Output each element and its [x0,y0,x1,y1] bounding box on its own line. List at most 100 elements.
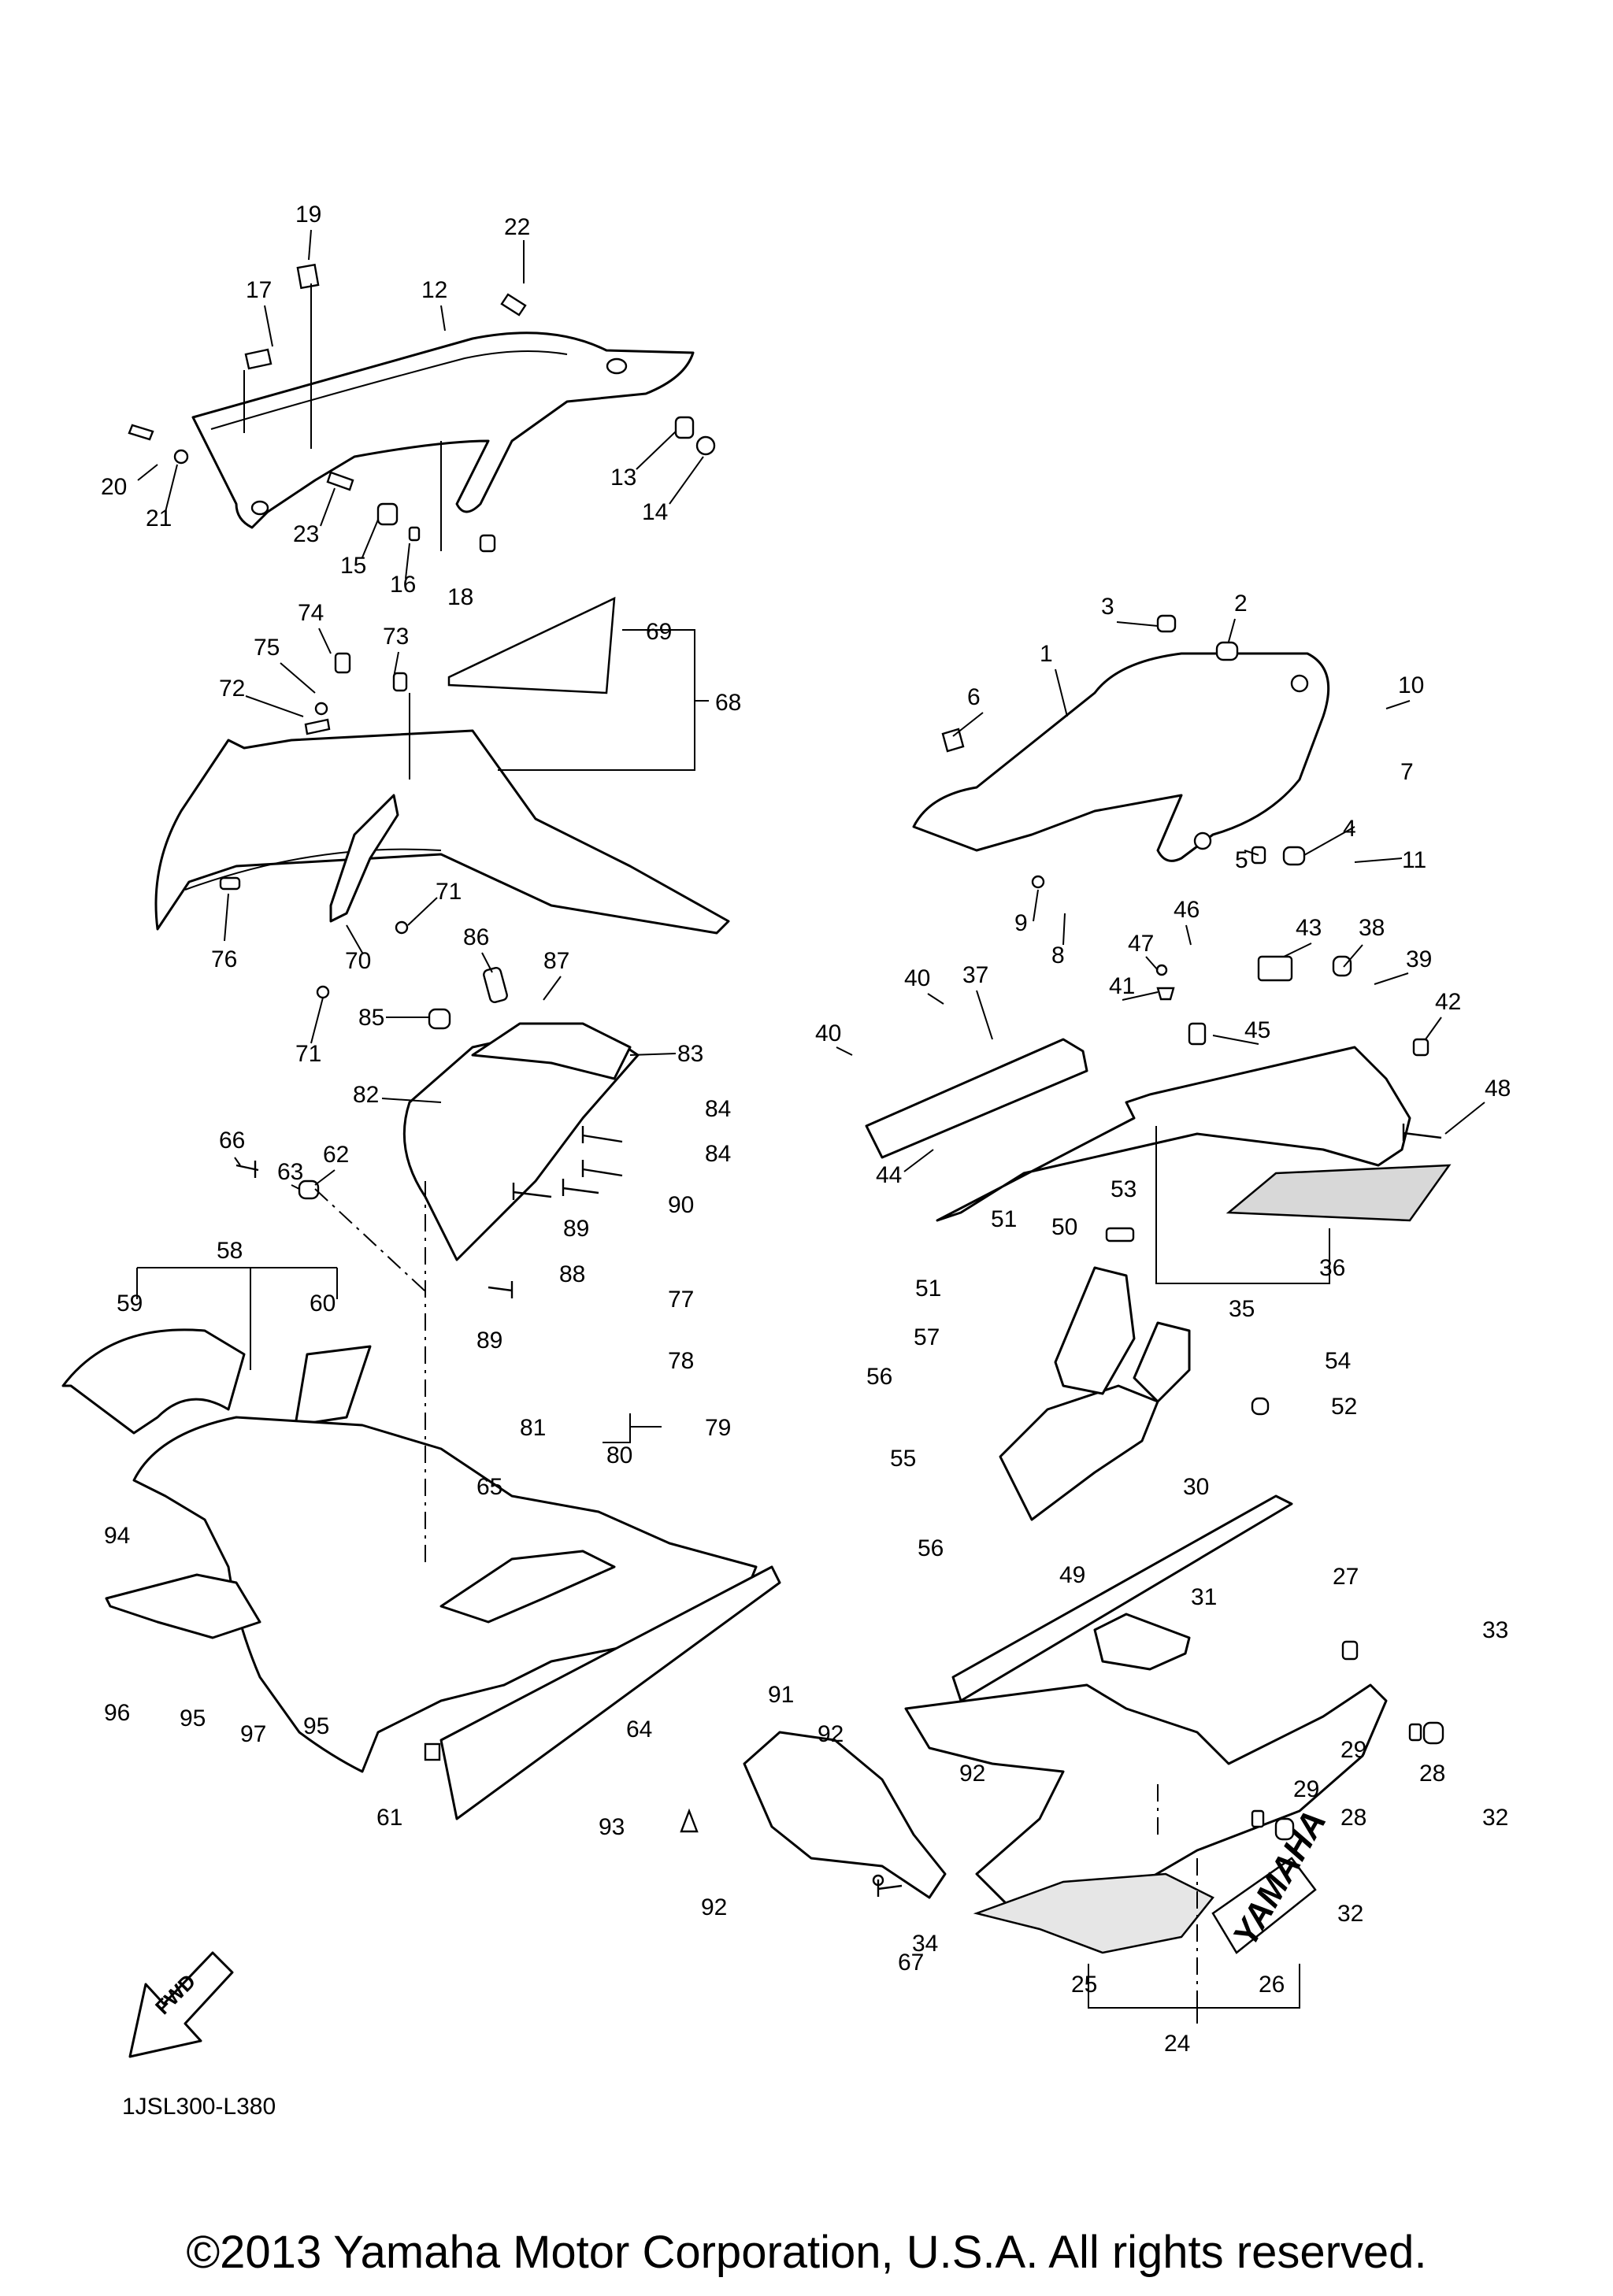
callout-32-lower: 32 [1337,1901,1363,1927]
callout-93: 93 [599,1814,625,1840]
callout-69: 69 [646,619,672,645]
callout-40-lower: 40 [815,1020,841,1046]
callout-42: 42 [1435,989,1461,1015]
callout-92-lower: 92 [701,1894,727,1920]
callout-29-lower: 29 [1293,1776,1319,1802]
callout-89-lower: 89 [476,1328,502,1354]
forward-arrow: FWD [128,1951,234,2058]
callout-38: 38 [1359,915,1385,941]
callout-90: 90 [668,1192,694,1218]
callout-95-right: 95 [303,1713,329,1739]
callout-20: 20 [101,474,127,500]
callout-80: 80 [606,1442,632,1468]
reference-code: 1JSL300-L380 [122,2094,276,2120]
callout-71-upper: 71 [436,879,462,905]
callout-12: 12 [421,277,447,303]
callout-28-lower: 28 [1340,1805,1366,1831]
callout-21: 21 [146,505,172,531]
callout-41: 41 [1109,973,1135,999]
callout-62: 62 [323,1142,349,1168]
callout-7: 7 [1400,759,1414,785]
callout-77: 77 [668,1287,694,1313]
copyright-notice: ©2013 Yamaha Motor Corporation, U.S.A. A… [186,2227,1426,2278]
callout-37: 37 [962,962,988,988]
callout-25: 25 [1071,1972,1097,1998]
callout-45: 45 [1244,1017,1270,1043]
callout-17: 17 [246,277,272,303]
callout-26: 26 [1259,1972,1285,1998]
callout-29-upper: 29 [1340,1737,1366,1763]
callout-78: 78 [668,1348,694,1374]
callout-36: 36 [1319,1255,1345,1281]
callout-40-upper: 40 [904,965,930,991]
callout-47: 47 [1128,931,1154,957]
callout-34: 34 [912,1931,938,1957]
callout-56-upper: 56 [866,1364,892,1390]
callout-84-lower: 84 [705,1141,731,1167]
callout-31: 31 [1191,1584,1217,1610]
callout-91: 91 [768,1682,794,1708]
callout-5: 5 [1235,847,1248,873]
callout-39: 39 [1406,946,1432,972]
callout-27: 27 [1333,1564,1359,1590]
callout-53: 53 [1111,1176,1137,1202]
callout-74: 74 [298,600,324,626]
callout-labels: 19 22 17 12 20 21 23 15 16 18 13 14 74 7… [101,202,1511,2057]
callout-3: 3 [1101,594,1114,620]
callout-56-lower: 56 [918,1535,944,1561]
side-cover-35-assembly [865,955,1452,1222]
callout-55: 55 [890,1446,916,1472]
callout-8: 8 [1051,942,1065,968]
callout-51-upper: 51 [991,1206,1017,1232]
callout-14: 14 [642,499,668,525]
callout-48: 48 [1485,1076,1511,1102]
panel-91-assembly [680,1731,947,1899]
callout-86: 86 [463,924,489,950]
callout-22: 22 [504,214,530,240]
callout-11: 11 [1402,847,1426,873]
callout-73: 73 [383,624,409,650]
callout-32-right: 32 [1482,1805,1508,1831]
callout-61: 61 [376,1805,402,1831]
callout-leaders [137,229,1485,1190]
callout-95-left: 95 [180,1705,206,1731]
callout-51-lower: 51 [915,1276,941,1302]
callout-60: 60 [310,1291,336,1316]
callout-64: 64 [626,1716,652,1742]
callout-23: 23 [293,521,319,547]
callout-92-right: 92 [959,1761,985,1787]
callout-65: 65 [476,1474,502,1500]
callout-19: 19 [295,202,321,228]
callout-81: 81 [520,1415,546,1441]
callout-46: 46 [1174,897,1200,923]
callout-44: 44 [876,1162,902,1188]
callout-66: 66 [219,1128,245,1154]
callout-16: 16 [390,572,416,598]
air-duct-82-assembly [235,967,640,1298]
callout-52: 52 [1331,1394,1357,1420]
callout-84-upper: 84 [705,1096,731,1122]
callout-33: 33 [1482,1617,1508,1643]
callout-6: 6 [967,684,981,710]
callout-10: 10 [1398,672,1424,698]
callout-2: 2 [1234,591,1248,617]
cover-1-assembly [912,614,1330,889]
callout-67: 67 [898,1950,924,1976]
callout-72: 72 [219,676,245,702]
callout-79: 79 [705,1415,731,1441]
callout-28: 28 [1419,1761,1445,1787]
callout-70: 70 [345,948,371,974]
callout-18: 18 [447,584,473,610]
callout-13: 13 [610,465,636,491]
callout-82: 82 [353,1082,379,1108]
callout-83: 83 [677,1041,703,1067]
callout-87: 87 [543,948,569,974]
callout-59: 59 [117,1291,143,1316]
callout-85: 85 [358,1005,384,1031]
callout-92-upper: 92 [818,1721,844,1747]
callout-35: 35 [1229,1296,1255,1322]
callout-49: 49 [1059,1562,1085,1588]
callout-63: 63 [277,1159,303,1185]
callout-9: 9 [1014,910,1028,936]
